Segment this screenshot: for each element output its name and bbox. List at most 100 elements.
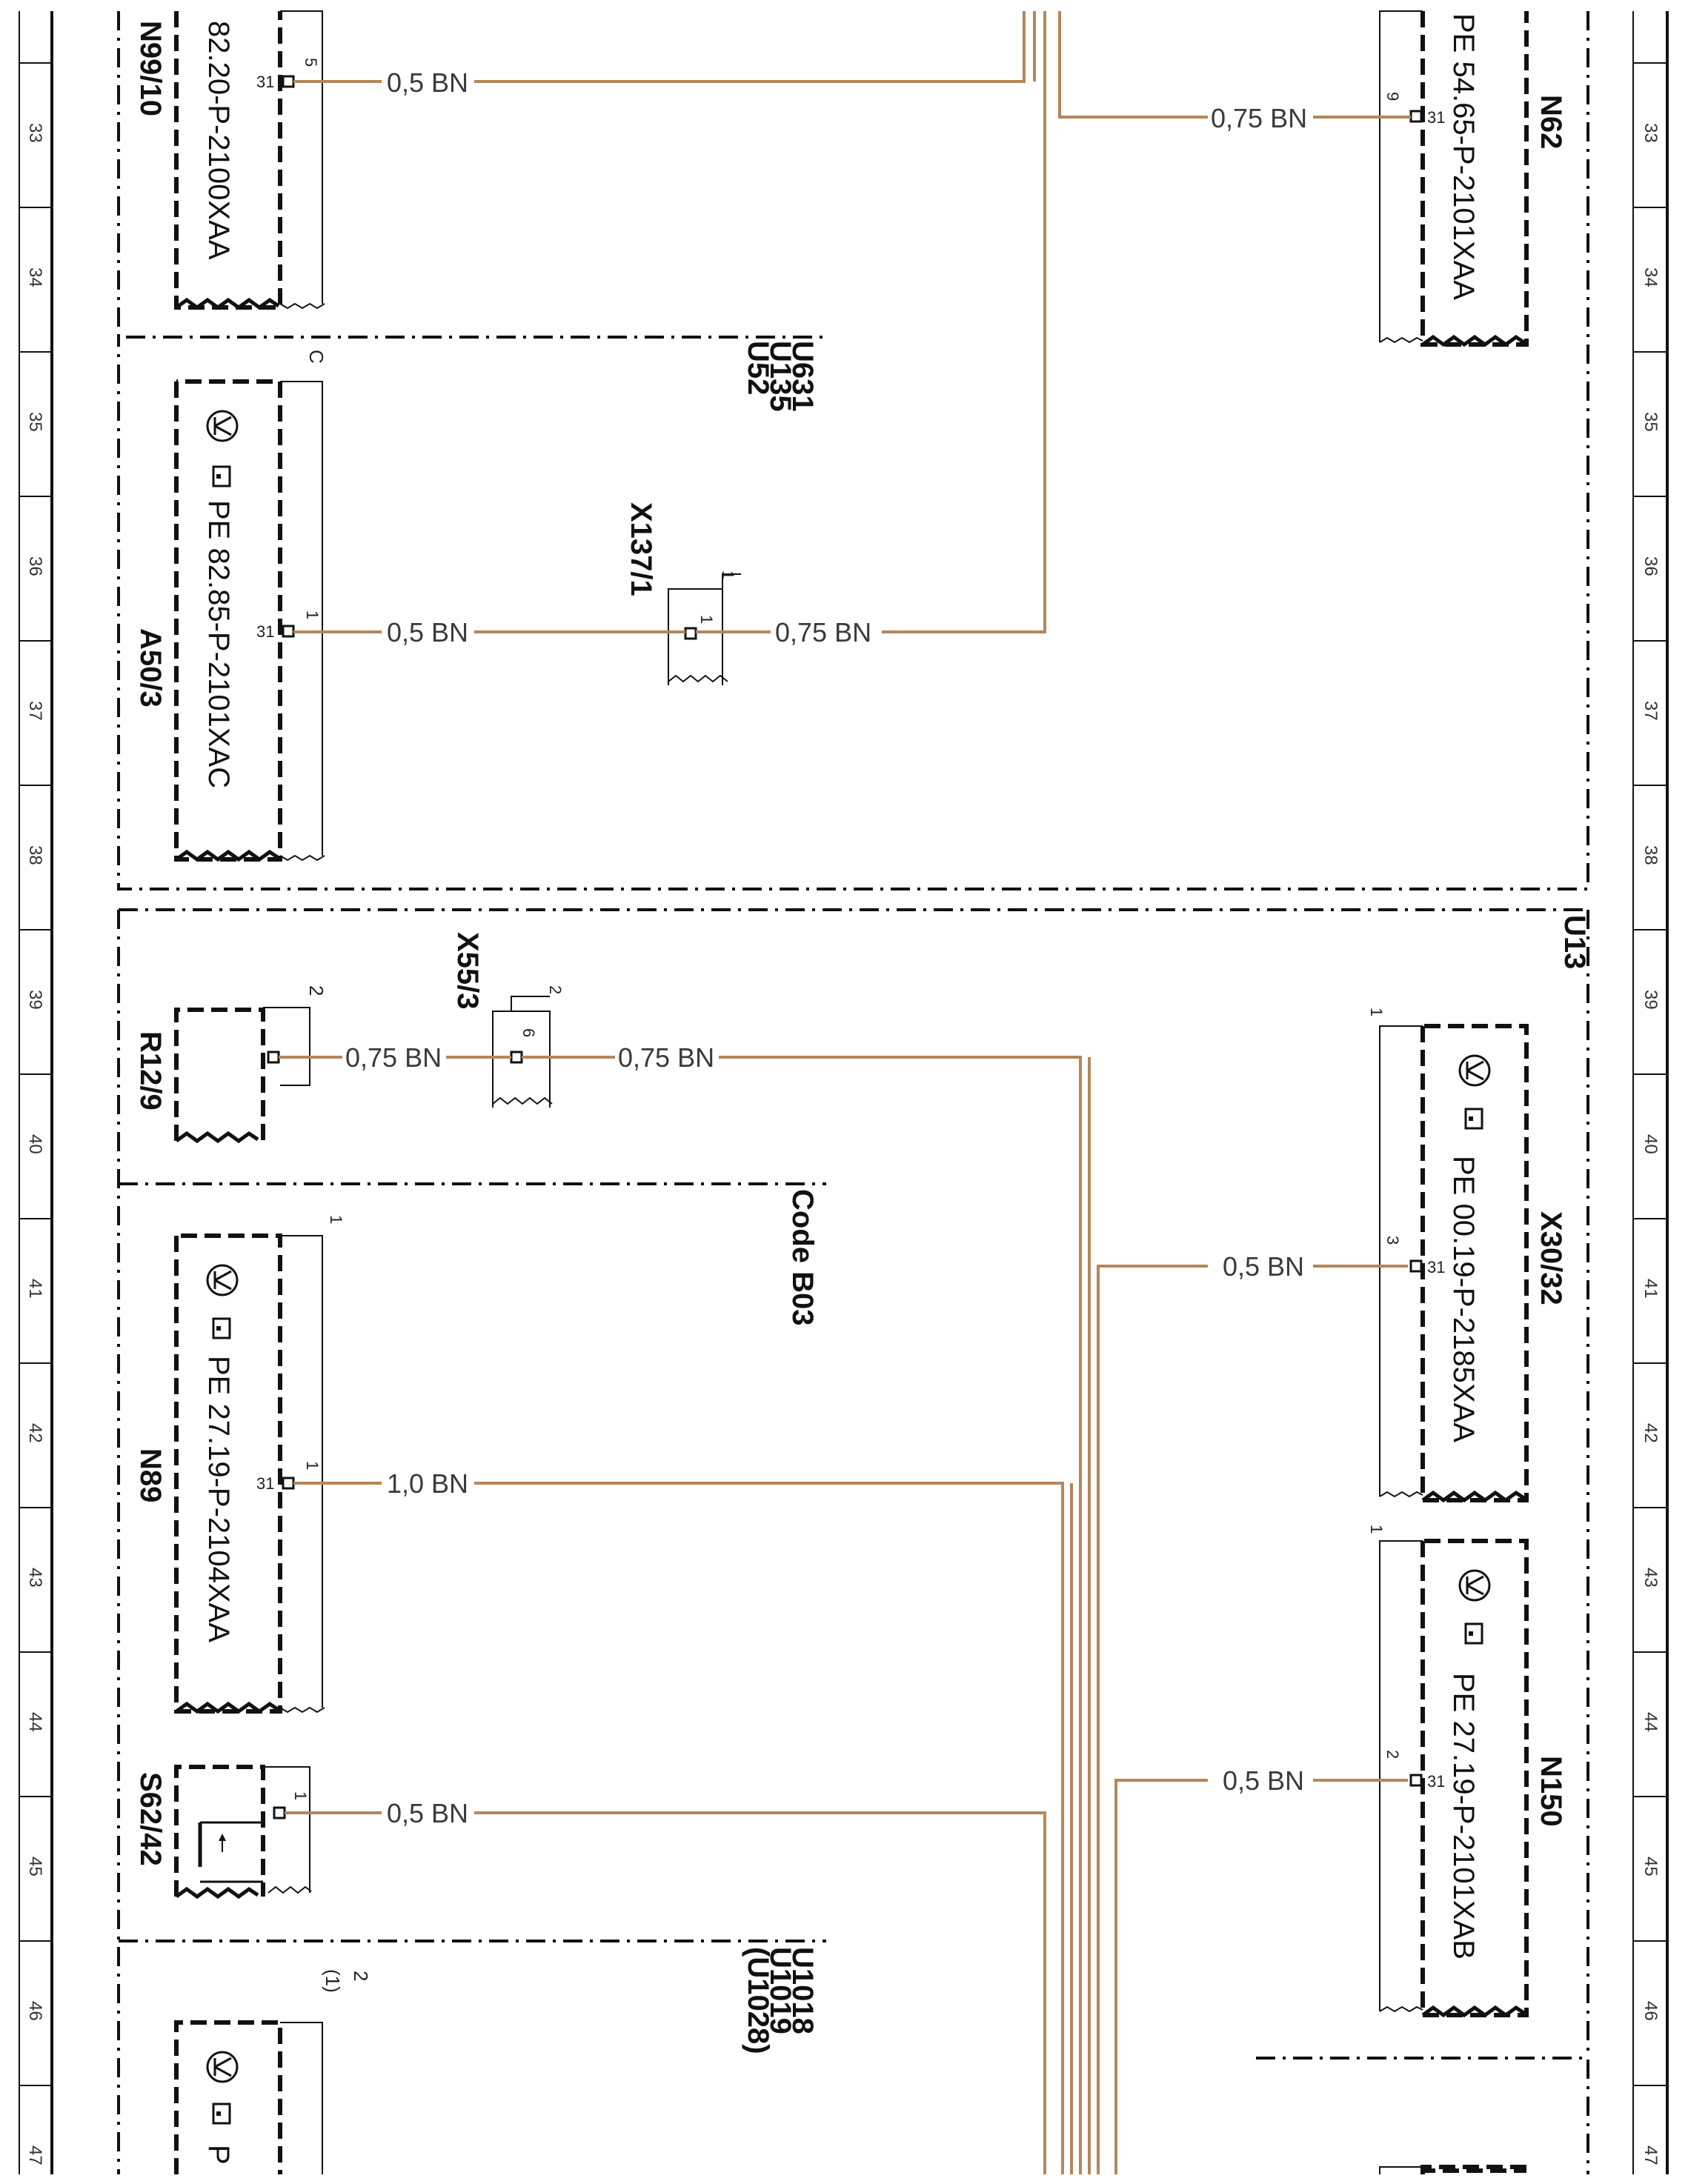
right-row-rail (1632, 11, 1669, 2174)
component-n62[interactable]: N62 PE 54.65-P-2101XAA 31 9 (1379, 10, 1567, 347)
module-group-u1018[interactable]: U1018 U1019 (U1028) P 2 (1) (174, 1947, 819, 2174)
diagnostic-transistor-icon (206, 2051, 239, 2083)
wire-label-n99: 0,5 BN (387, 67, 468, 98)
group-frames (117, 11, 1589, 2174)
row-number: 40 (25, 1134, 45, 1154)
module-group-u631: U631 U135 U52 (742, 341, 819, 412)
n99-10-part-number: 82.20-P-2100XAA (202, 21, 235, 260)
row-number: 40 (1641, 1134, 1661, 1154)
left-row-rail (19, 11, 53, 2174)
wire-label-n62: 0,75 BN (1211, 103, 1307, 133)
n62-id: N62 (1535, 95, 1567, 149)
wire-labels: 0,5 BN 0,75 BN 0,5 BN 0,75 BN 0,75 BN 0,… (345, 67, 1307, 1828)
u631-line-2: U135 (764, 341, 797, 412)
row-number: 33 (25, 123, 45, 143)
n89-pin-top: 1 (327, 1215, 345, 1224)
component-n99-10[interactable]: N99/10 82.20-P-2100XAA 31 5 (134, 10, 325, 310)
component-partial-bottom-right[interactable] (1379, 2165, 1529, 2174)
wires (279, 11, 1411, 2174)
row-number: 41 (1641, 1279, 1661, 1299)
n89-pin-number: 1 (303, 1461, 322, 1470)
wire-label-a50-left: 0,5 BN (387, 617, 468, 647)
component-r12-9[interactable]: R12/9 2 (134, 985, 328, 1144)
n99-10-pin-31: 31 (256, 73, 274, 91)
n150-part-number: PE 27.19-P-2101XAB (1447, 1673, 1480, 1960)
pointing-hand-icon (1464, 1108, 1483, 1130)
row-number: 34 (1641, 267, 1661, 287)
n89-part-number: PE 27.19-P-2104XAA (202, 1356, 235, 1642)
row-number: 35 (25, 412, 45, 432)
code-b03-label: Code B03 (786, 1189, 819, 1326)
x55-3-id: X55/3 (451, 932, 484, 1010)
pointing-hand-icon (212, 2103, 231, 2125)
r12-9-id: R12/9 (134, 1031, 167, 1111)
row-number: 39 (25, 990, 45, 1010)
x137-1-id: X137/1 (625, 502, 657, 596)
n99-10-id: N99/10 (134, 21, 167, 116)
connector-x137-1[interactable]: X137/1 1 1 (625, 502, 741, 685)
u13-id: U13 (1558, 915, 1591, 969)
s62-42-id: S62/42 (134, 1772, 167, 1866)
u1018-line-2: U1019 (764, 1947, 797, 2034)
u1018-line-3: (U1028) (742, 1947, 774, 2054)
row-number: 42 (1641, 1423, 1661, 1443)
row-number: 33 (1641, 123, 1661, 143)
u1018-line-1: U1018 (786, 1947, 819, 2034)
row-number: 43 (1641, 1568, 1661, 1588)
wire-label-n89: 1,0 BN (387, 1468, 468, 1499)
x137-1-pin-outer: 1 (719, 570, 737, 579)
n150-pin-number: 2 (1383, 1750, 1402, 1759)
row-number: 38 (25, 845, 45, 865)
x30-32-pin-top: 1 (1367, 1008, 1386, 1016)
n150-pin-31: 31 (1427, 1772, 1445, 1791)
component-n89[interactable]: N89 PE 27.19-P-2104XAA 31 1 1 (134, 1215, 345, 1714)
x137-1-pin-inner: 1 (697, 615, 716, 624)
a50-3-part-number: PE 82.85-P-2101XAC (202, 500, 235, 788)
wire-label-s62: 0,5 BN (387, 1798, 468, 1828)
row-number: 44 (1641, 1712, 1661, 1732)
x55-3-pin-outer: 2 (546, 985, 565, 994)
wire-label-n150: 0,5 BN (1223, 1765, 1304, 1796)
component-n150[interactable]: N150 PE 27.19-P-2101XAB 31 2 1 (1367, 1525, 1567, 2018)
diagnostic-transistor-icon (206, 410, 239, 442)
x30-32-id: X30/32 (1535, 1211, 1567, 1305)
connector-x55-3[interactable]: X55/3 2 6 (451, 932, 565, 1108)
x30-32-pin-number: 3 (1383, 1236, 1402, 1245)
row-number: 37 (1641, 701, 1661, 721)
row-number: 43 (25, 1568, 45, 1588)
diagnostic-transistor-icon (1458, 1054, 1491, 1087)
u1018-pin-paren: (1) (322, 1969, 344, 1993)
row-number: 38 (1641, 845, 1661, 865)
r12-9-pin-number: 2 (305, 985, 328, 996)
n89-pin-31: 31 (256, 1474, 274, 1493)
wire-label-x30: 0,5 BN (1223, 1251, 1304, 1282)
x30-32-part-number: PE 00.19-P-2185XAA (1447, 1156, 1480, 1442)
n62-pin-31: 31 (1427, 108, 1445, 127)
a50-3-pin-number: 1 (303, 610, 322, 619)
a50-3-id: A50/3 (134, 628, 167, 708)
x30-32-pin-31: 31 (1427, 1258, 1445, 1276)
u631-line-1: U631 (786, 341, 819, 412)
n62-pin-number: 9 (1383, 92, 1402, 101)
wire-label-r12-right: 0,75 BN (618, 1042, 714, 1073)
row-number: 47 (1641, 2145, 1661, 2165)
row-number: 46 (25, 2001, 45, 2021)
row-number: 37 (25, 701, 45, 721)
n150-pin-top: 1 (1367, 1525, 1386, 1534)
row-number: 35 (1641, 412, 1661, 432)
row-ticks (19, 62, 1667, 2086)
bottom-part-number: P (202, 2145, 235, 2165)
wire-label-a50-right: 0,75 BN (775, 617, 871, 647)
u1018-pin-top: 2 (350, 1971, 372, 1981)
row-number: 36 (1641, 556, 1661, 576)
s62-42-pin-number: 1 (291, 1791, 310, 1800)
row-number: 45 (25, 1857, 45, 1877)
n62-part-number: PE 54.65-P-2101XAA (1447, 13, 1480, 300)
component-a50-3[interactable]: A50/3 PE 82.85-P-2101XAC 31 1 C (134, 350, 328, 862)
row-number: 46 (1641, 2001, 1661, 2021)
diagnostic-transistor-icon (1458, 1569, 1491, 1602)
component-x30-32[interactable]: X30/32 PE 00.19-P-2185XAA 31 3 1 (1367, 1008, 1567, 1503)
component-s62-42[interactable]: S62/42 1 (134, 1765, 312, 1900)
pointing-hand-icon (212, 1317, 231, 1339)
